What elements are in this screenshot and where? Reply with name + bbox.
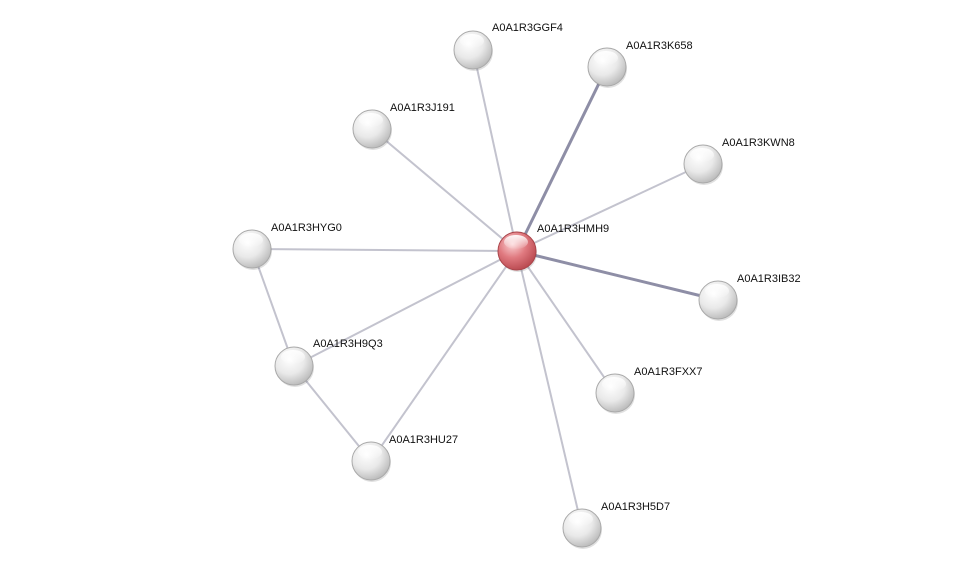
node-gloss <box>460 34 484 48</box>
edge-a0a1r3hmh9-a0a1r3ggf4 <box>472 49 518 252</box>
node-a0a1r3hmh9[interactable]: A0A1R3HMH9 <box>497 223 609 272</box>
node-label: A0A1R3HYG0 <box>271 222 342 234</box>
edge-a0a1r3hmh9-a0a1r3h5d7 <box>516 250 583 529</box>
node-a0a1r3kwn8[interactable]: A0A1R3KWN8 <box>683 137 795 185</box>
node-label: A0A1R3HMH9 <box>537 223 609 235</box>
node-label: A0A1R3KWN8 <box>722 137 795 149</box>
node-a0a1r3h5d7[interactable]: A0A1R3H5D7 <box>562 501 670 549</box>
node-gloss <box>569 512 593 526</box>
edge-a0a1r3hmh9-a0a1r3j191 <box>371 128 518 252</box>
edge-a0a1r3hmh9-a0a1r3fxx7 <box>516 250 616 394</box>
node-label: A0A1R3H9Q3 <box>313 338 383 350</box>
node-gloss <box>359 113 383 127</box>
node-a0a1r3k658[interactable]: A0A1R3K658 <box>587 40 693 88</box>
node-gloss <box>594 51 618 65</box>
edge-a0a1r3h9q3-a0a1r3hu27 <box>293 365 372 462</box>
node-label: A0A1R3HU27 <box>389 434 458 446</box>
node-a0a1r3fxx7[interactable]: A0A1R3FXX7 <box>595 366 702 414</box>
node-gloss <box>705 284 729 298</box>
node-label: A0A1R3J191 <box>390 102 455 114</box>
node-label: A0A1R3FXX7 <box>634 366 702 378</box>
node-gloss <box>690 148 714 162</box>
node-a0a1r3ib32[interactable]: A0A1R3IB32 <box>698 273 801 321</box>
nodes-layer: A0A1R3HMH9 A0A1R3GGF4A0A1R3K658A0A1R3J191… <box>232 22 801 549</box>
node-gloss <box>504 235 528 249</box>
node-gloss <box>239 233 263 247</box>
node-a0a1r3ggf4[interactable]: A0A1R3GGF4 <box>453 22 563 71</box>
node-gloss <box>602 377 626 391</box>
node-label: A0A1R3IB32 <box>737 273 801 285</box>
node-a0a1r3j191[interactable]: A0A1R3J191 <box>352 102 455 150</box>
edge-a0a1r3hmh9-a0a1r3hu27 <box>370 250 518 462</box>
node-gloss <box>358 445 382 459</box>
node-a0a1r3hyg0[interactable]: A0A1R3HYG0 <box>232 222 342 270</box>
edge-a0a1r3hmh9-a0a1r3k658 <box>515 66 609 252</box>
edge-a0a1r3hmh9-a0a1r3ib32 <box>516 249 719 302</box>
edge-a0a1r3hmh9-a0a1r3hyg0 <box>251 248 518 252</box>
node-gloss <box>281 350 305 364</box>
edges-layer <box>251 49 719 529</box>
edge-a0a1r3hyg0-a0a1r3h9q3 <box>251 248 295 367</box>
node-a0a1r3h9q3[interactable]: A0A1R3H9Q3 <box>274 338 383 387</box>
node-a0a1r3hu27[interactable]: A0A1R3HU27 <box>351 434 458 482</box>
edge-a0a1r3hmh9-a0a1r3kwn8 <box>516 163 704 252</box>
edge-a0a1r3hmh9-a0a1r3h9q3 <box>293 250 518 367</box>
node-label: A0A1R3K658 <box>626 40 693 52</box>
node-label: A0A1R3GGF4 <box>492 22 563 34</box>
node-label: A0A1R3H5D7 <box>601 501 670 513</box>
